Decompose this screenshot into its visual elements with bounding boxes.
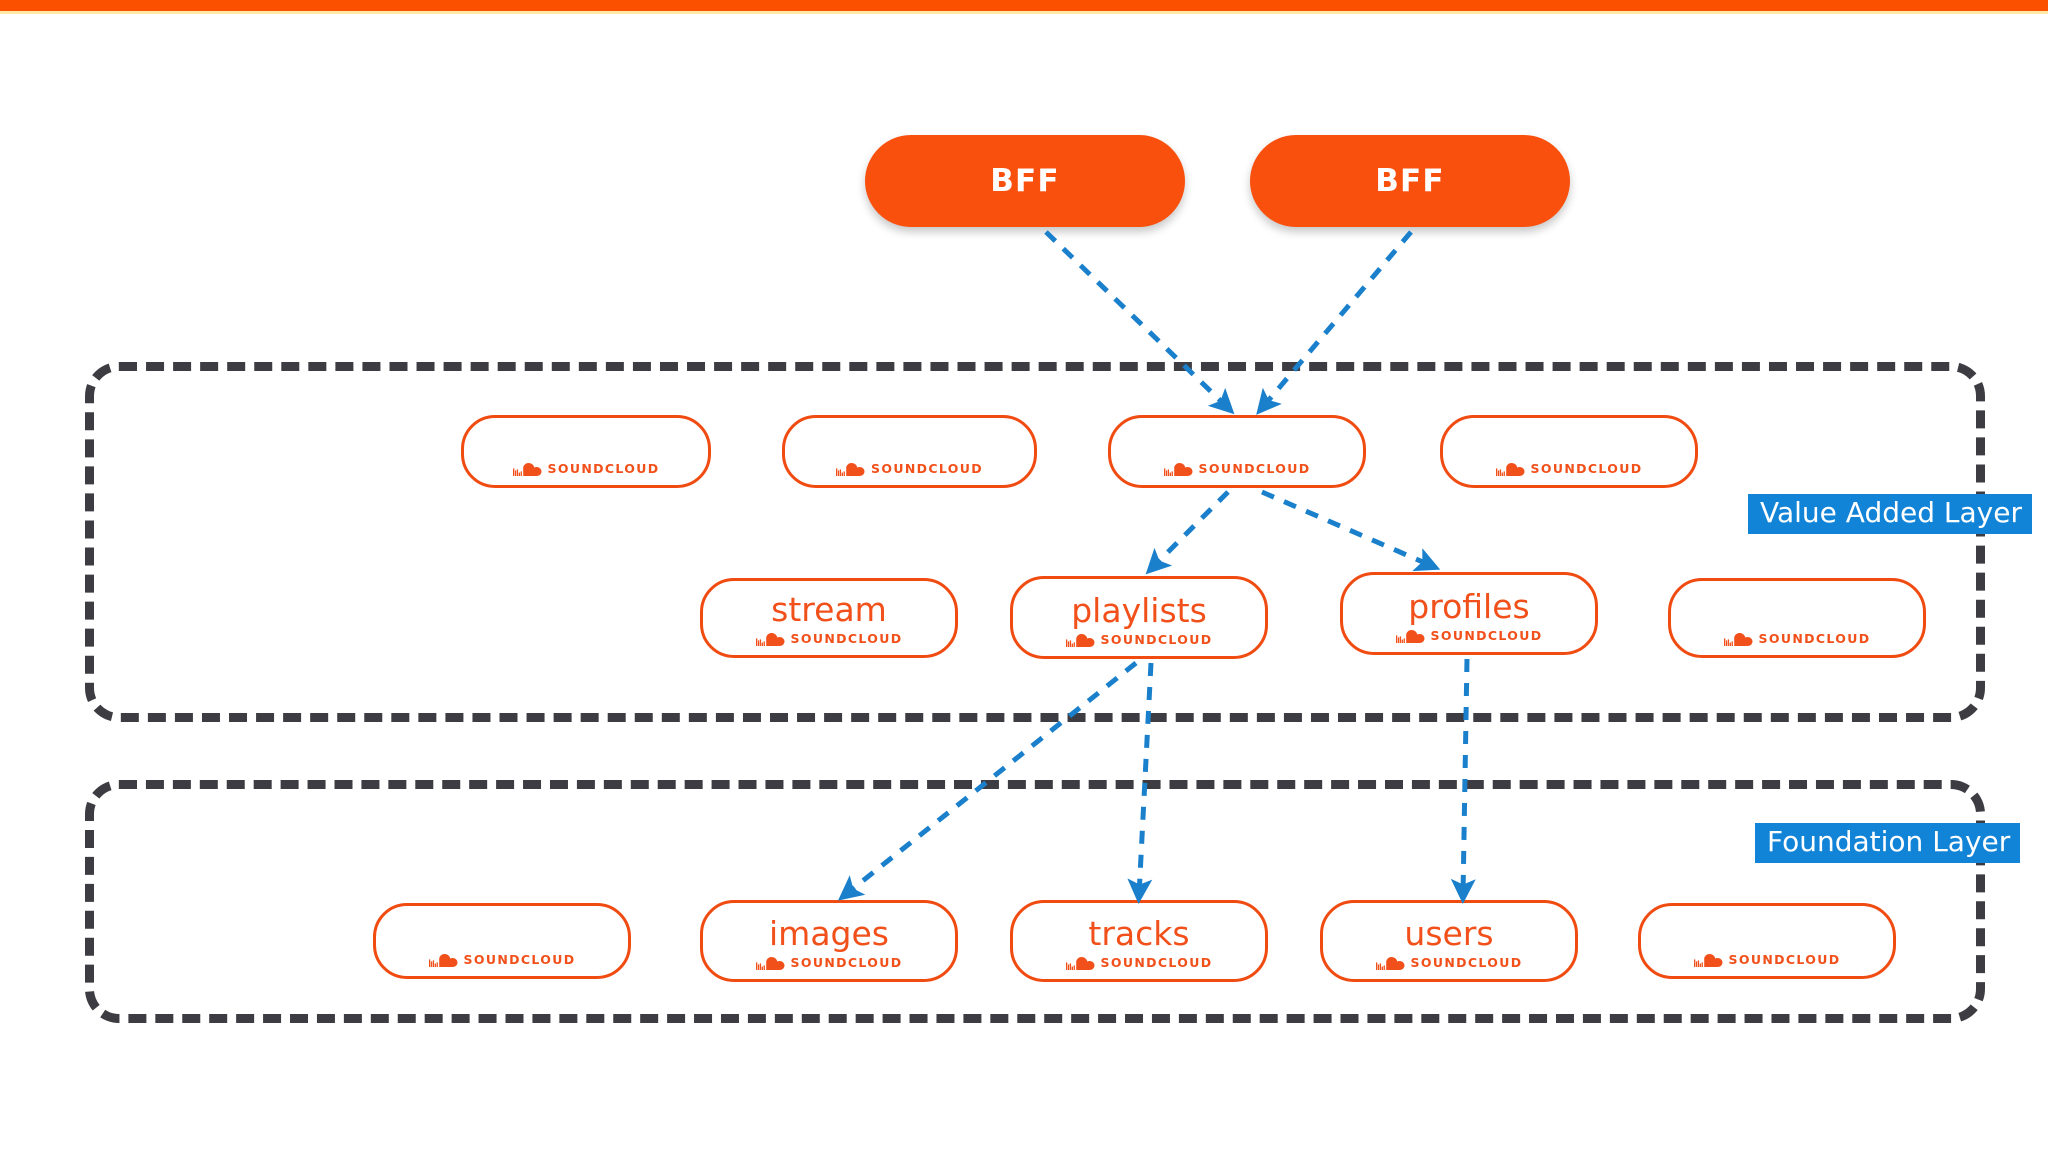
layer-badge-foundation-layer: Foundation Layer (1755, 823, 2021, 864)
service-label-fd-images: images (769, 914, 889, 953)
soundcloud-logo: SOUNDCLOUD (1065, 954, 1213, 970)
service-node-va-r1-c1[interactable]: SOUNDCLOUD (461, 415, 711, 488)
soundcloud-logo: SOUNDCLOUD (836, 460, 983, 476)
service-node-fd-c5[interactable]: SOUNDCLOUD (1638, 903, 1896, 979)
soundcloud-wordmark: SOUNDCLOUD (1100, 631, 1213, 647)
soundcloud-logo: SOUNDCLOUD (1065, 631, 1213, 647)
soundcloud-wordmark: SOUNDCLOUD (790, 954, 903, 970)
soundcloud-cloud-icon (1163, 463, 1193, 476)
soundcloud-wordmark: SOUNDCLOUD (1430, 627, 1543, 643)
service-label-fd-tracks: tracks (1088, 914, 1190, 953)
soundcloud-logo: SOUNDCLOUD (512, 460, 660, 476)
soundcloud-logo: SOUNDCLOUD (428, 951, 576, 967)
soundcloud-wordmark: SOUNDCLOUD (790, 630, 903, 646)
bff-node-bff-left[interactable]: BFF (865, 135, 1185, 227)
soundcloud-cloud-icon (755, 633, 785, 646)
service-label-va-r2-stream: stream (771, 590, 887, 629)
service-label-fd-users: users (1404, 914, 1494, 953)
soundcloud-logo: SOUNDCLOUD (1495, 460, 1643, 476)
soundcloud-cloud-icon (1395, 630, 1425, 643)
soundcloud-cloud-icon (1065, 957, 1095, 970)
top-accent-bar (0, 0, 2048, 11)
service-node-va-r2-c4[interactable]: SOUNDCLOUD (1668, 578, 1926, 658)
soundcloud-logo: SOUNDCLOUD (1375, 954, 1523, 970)
soundcloud-wordmark: SOUNDCLOUD (1728, 951, 1841, 967)
soundcloud-cloud-icon (1375, 957, 1405, 970)
soundcloud-cloud-icon (512, 463, 542, 476)
soundcloud-wordmark: SOUNDCLOUD (463, 951, 576, 967)
layer-container-value-added-layer (85, 362, 1985, 722)
service-node-va-r1-c2[interactable]: SOUNDCLOUD (782, 415, 1037, 488)
service-label-va-r2-playlists: playlists (1071, 591, 1207, 630)
soundcloud-wordmark: SOUNDCLOUD (1410, 954, 1523, 970)
soundcloud-logo: SOUNDCLOUD (1395, 627, 1543, 643)
top-accent-underline (0, 11, 2048, 14)
soundcloud-cloud-icon (428, 954, 458, 967)
soundcloud-cloud-icon (836, 463, 865, 476)
soundcloud-cloud-icon (1065, 634, 1095, 647)
soundcloud-wordmark: SOUNDCLOUD (1100, 954, 1213, 970)
service-node-fd-c1[interactable]: SOUNDCLOUD (373, 903, 631, 979)
soundcloud-logo: SOUNDCLOUD (1163, 460, 1311, 476)
soundcloud-logo: SOUNDCLOUD (755, 630, 903, 646)
soundcloud-wordmark: SOUNDCLOUD (547, 460, 660, 476)
soundcloud-wordmark: SOUNDCLOUD (871, 460, 983, 476)
layer-badge-value-added-layer: Value Added Layer (1748, 494, 2032, 535)
bff-label: BFF (1375, 163, 1445, 199)
soundcloud-cloud-icon (755, 957, 785, 970)
bff-label: BFF (990, 163, 1060, 199)
soundcloud-cloud-icon (1723, 633, 1753, 646)
soundcloud-cloud-icon (1495, 463, 1525, 476)
soundcloud-logo: SOUNDCLOUD (1693, 951, 1841, 967)
soundcloud-logo: SOUNDCLOUD (1723, 630, 1871, 646)
service-node-va-r1-c4[interactable]: SOUNDCLOUD (1440, 415, 1698, 488)
service-node-va-r1-c3[interactable]: SOUNDCLOUD (1108, 415, 1366, 488)
service-label-va-r2-profiles: profiles (1408, 587, 1530, 626)
soundcloud-logo: SOUNDCLOUD (755, 954, 903, 970)
soundcloud-cloud-icon (1693, 954, 1723, 967)
soundcloud-wordmark: SOUNDCLOUD (1198, 460, 1311, 476)
soundcloud-wordmark: SOUNDCLOUD (1530, 460, 1643, 476)
soundcloud-wordmark: SOUNDCLOUD (1758, 630, 1871, 646)
bff-node-bff-right[interactable]: BFF (1250, 135, 1570, 227)
